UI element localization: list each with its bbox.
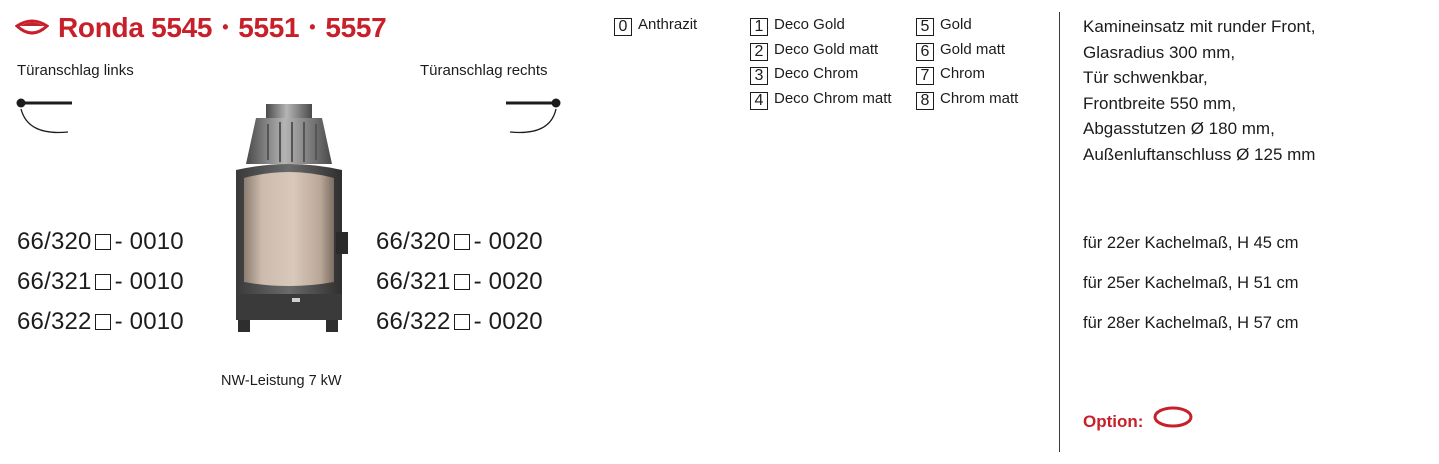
tile-size-info: für 22er Kachelmaß, H 45 cm bbox=[1083, 234, 1299, 252]
door-swing-right-icon bbox=[506, 98, 561, 134]
product-description: Kamineinsatz mit runder Front, Glasradiu… bbox=[1083, 17, 1316, 164]
title-model-main: Ronda 5545 bbox=[58, 12, 213, 43]
column-divider bbox=[1059, 12, 1060, 452]
title-model-2: 5551 bbox=[238, 12, 300, 43]
option-label: Option: bbox=[1083, 412, 1144, 431]
article-number-left: 66/321- 0010 bbox=[17, 268, 184, 295]
color-code-placeholder bbox=[94, 274, 111, 290]
door-right-label: Türanschlag rechts bbox=[420, 62, 548, 79]
door-swing-left-icon bbox=[16, 98, 72, 134]
round-ring-option-icon bbox=[1153, 406, 1193, 428]
tile-size-info: für 25er Kachelmaß, H 51 cm bbox=[1083, 274, 1299, 292]
article-number-left: 66/322- 0010 bbox=[17, 308, 184, 335]
color-code-placeholder bbox=[453, 274, 470, 290]
title-model-3: 5557 bbox=[325, 12, 387, 43]
color-code-placeholder bbox=[453, 314, 470, 330]
title-separator: • bbox=[222, 17, 229, 37]
door-left-label: Türanschlag links bbox=[17, 62, 134, 79]
title-separator: • bbox=[309, 17, 316, 37]
article-number-right: 66/320- 0020 bbox=[376, 228, 543, 255]
color-code-placeholder bbox=[94, 234, 111, 250]
color-code-placeholder bbox=[94, 314, 111, 330]
power-rating: NW-Leistung 7 kW bbox=[221, 373, 342, 389]
color-code-placeholder bbox=[453, 234, 470, 250]
article-number-left: 66/320- 0010 bbox=[17, 228, 184, 255]
round-front-icon bbox=[15, 19, 49, 35]
page-title: Ronda 5545 • 5551 • 5557 bbox=[58, 12, 387, 44]
tile-size-info: für 28er Kachelmaß, H 57 cm bbox=[1083, 314, 1299, 332]
article-number-right: 66/322- 0020 bbox=[376, 308, 543, 335]
fireplace-insert-image bbox=[236, 104, 348, 332]
article-number-right: 66/321- 0020 bbox=[376, 268, 543, 295]
